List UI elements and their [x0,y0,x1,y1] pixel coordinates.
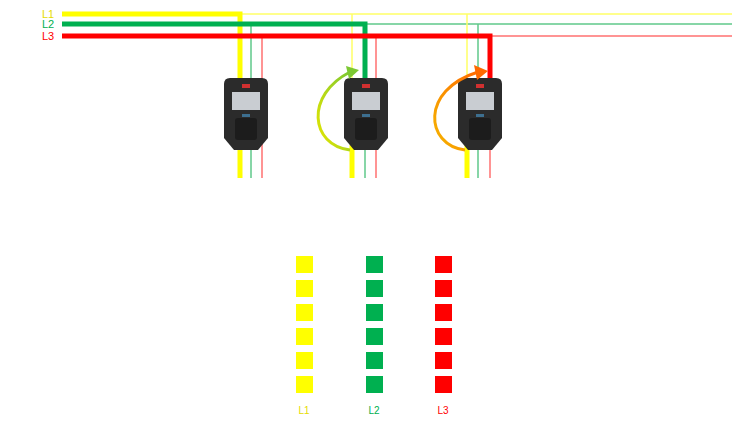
phase-feed [62,36,490,90]
arrowhead [474,65,488,80]
rotation-arrow [318,72,350,150]
phase-label: L3 [42,31,54,42]
legend-label: L1 [289,405,319,416]
phase-column: L2 [359,256,389,416]
rotation-arrow [435,72,478,150]
legend-swatch [296,304,313,321]
legend-label: L3 [428,405,458,416]
legend-swatch [366,328,383,345]
legend-swatch [435,256,452,273]
legend-swatch [435,304,452,321]
legend-swatch [435,280,452,297]
legend-swatch [435,352,452,369]
legend-swatch [366,256,383,273]
legend-swatch [296,352,313,369]
phase-label: L2 [42,19,54,30]
legend-label: L2 [359,405,389,416]
ev-charger [458,78,502,150]
legend-swatch [366,304,383,321]
legend-swatch [435,376,452,393]
ev-charger [224,78,268,150]
ev-charger [344,78,388,150]
legend-swatch [366,280,383,297]
legend-swatch [366,352,383,369]
arrowhead [346,66,359,79]
legend-swatch [296,376,313,393]
phase-column: L3 [428,256,458,416]
legend-swatch [296,280,313,297]
phase-feed [62,14,240,178]
legend-swatch [296,328,313,345]
legend-swatch [296,256,313,273]
phase-column: L1 [289,256,319,416]
legend-swatch [366,376,383,393]
legend-swatch [435,328,452,345]
